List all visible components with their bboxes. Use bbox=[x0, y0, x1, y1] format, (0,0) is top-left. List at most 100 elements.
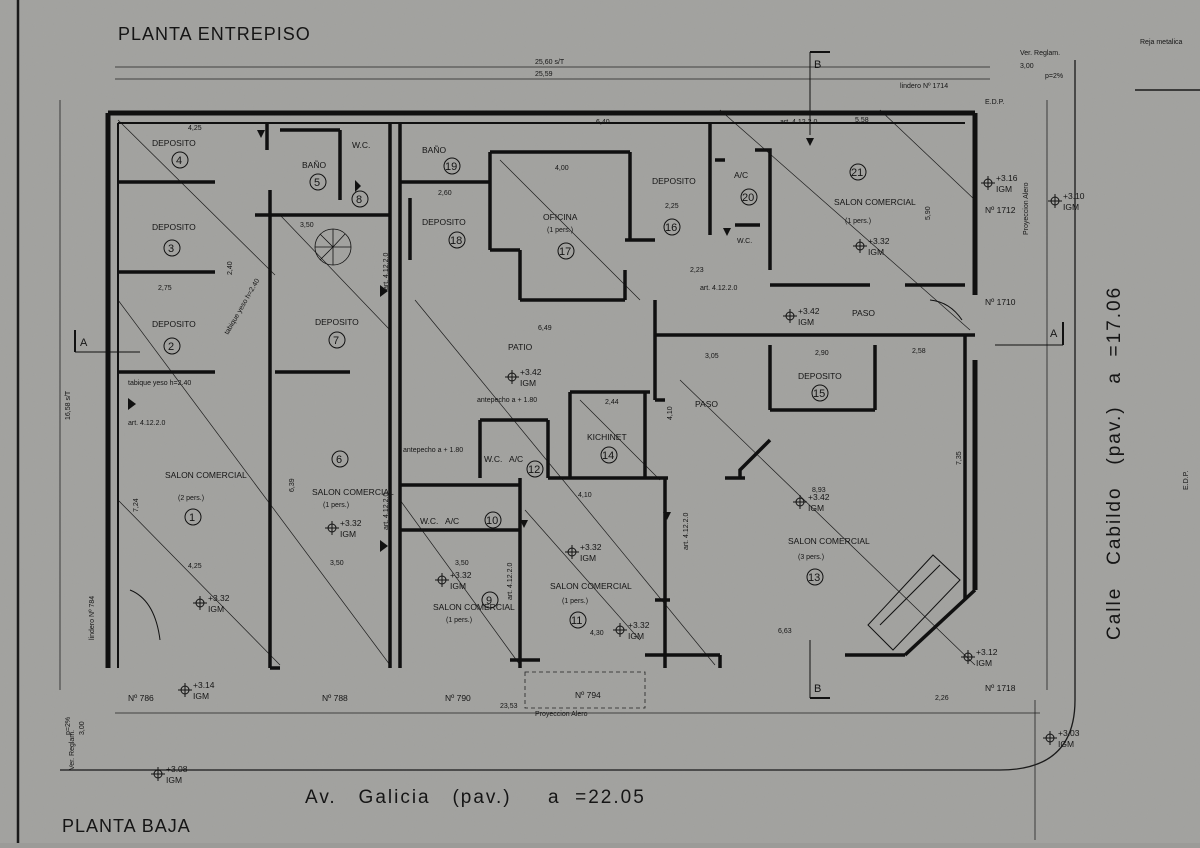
svg-text:3: 3 bbox=[168, 243, 174, 255]
svg-text:DEPOSITO: DEPOSITO bbox=[315, 317, 359, 327]
svg-text:7,24: 7,24 bbox=[133, 498, 140, 512]
svg-text:7: 7 bbox=[333, 335, 339, 347]
room-12: W.C. A/C 12 bbox=[484, 454, 544, 478]
svg-text:W.C.: W.C. bbox=[737, 238, 752, 245]
lindero-784: lindero Nº 784 bbox=[89, 596, 96, 640]
svg-text:3,50: 3,50 bbox=[455, 560, 469, 567]
svg-text:A: A bbox=[80, 337, 88, 349]
lot-1718: Nº 1718 bbox=[985, 683, 1016, 693]
svg-text:5: 5 bbox=[314, 177, 320, 189]
svg-text:6: 6 bbox=[336, 454, 342, 466]
svg-text:(3 pers.): (3 pers.) bbox=[798, 554, 824, 561]
svg-text:antepecho a + 1.80: antepecho a + 1.80 bbox=[477, 397, 537, 404]
svg-text:(2 pers.): (2 pers.) bbox=[178, 495, 204, 502]
svg-text:SALON COMERCIAL: SALON COMERCIAL bbox=[165, 470, 247, 480]
svg-text:IGM: IGM bbox=[450, 581, 466, 591]
svg-text:art. 4.12.2.0: art. 4.12.2.0 bbox=[700, 285, 737, 292]
svg-text:5,90: 5,90 bbox=[925, 206, 932, 220]
svg-text:2,60: 2,60 bbox=[438, 190, 452, 197]
room-1: SALON COMERCIAL (2 pers.) 1 bbox=[165, 470, 247, 526]
svg-text:+3.16: +3.16 bbox=[996, 173, 1018, 183]
svg-text:OFICINA: OFICINA bbox=[543, 212, 578, 222]
slope-value: p=2% bbox=[1045, 73, 1063, 80]
svg-text:(1 pers.): (1 pers.) bbox=[845, 218, 871, 225]
ver-reglam-top: Ver. Reglam. bbox=[1020, 50, 1060, 57]
svg-text:(1 pers.): (1 pers.) bbox=[446, 617, 472, 624]
svg-text:16: 16 bbox=[665, 222, 677, 234]
svg-text:IGM: IGM bbox=[1058, 739, 1074, 749]
svg-text:IGM: IGM bbox=[798, 317, 814, 327]
svg-text:(1 pers.): (1 pers.) bbox=[323, 502, 349, 509]
svg-text:art. 4.12.2.0: art. 4.12.2.0 bbox=[383, 493, 390, 530]
room-20: A/C 20 W.C. bbox=[734, 170, 758, 245]
svg-text:8: 8 bbox=[356, 194, 362, 206]
svg-text:+3.42: +3.42 bbox=[798, 306, 820, 316]
svg-text:DEPOSITO: DEPOSITO bbox=[152, 222, 196, 232]
svg-text:6,49: 6,49 bbox=[538, 325, 552, 332]
svg-text:2,25: 2,25 bbox=[665, 203, 679, 210]
ver-reglam-left: Ver. Reglam. bbox=[69, 730, 76, 770]
svg-text:20: 20 bbox=[742, 192, 754, 204]
svg-text:2,75: 2,75 bbox=[158, 285, 172, 292]
svg-text:SALON COMERCIAL: SALON COMERCIAL bbox=[433, 602, 515, 612]
room-17: OFICINA (1 pers.) 17 bbox=[543, 212, 578, 260]
svg-text:tabique yeso h=2.40: tabique yeso h=2.40 bbox=[128, 380, 191, 387]
svg-text:2,90: 2,90 bbox=[815, 350, 829, 357]
svg-text:IGM: IGM bbox=[340, 529, 356, 539]
section-marker-b-top: B bbox=[809, 51, 830, 135]
svg-text:W.C. A/C: W.C. A/C bbox=[420, 516, 459, 526]
svg-text:17: 17 bbox=[559, 246, 571, 258]
svg-text:4,30: 4,30 bbox=[590, 630, 604, 637]
slope-left: p=2% bbox=[65, 717, 72, 735]
svg-text:art. 4.12.2.0: art. 4.12.2.0 bbox=[507, 563, 514, 600]
svg-text:antepecho a + 1.80: antepecho a + 1.80 bbox=[403, 447, 463, 454]
edp-right: E.D.P. bbox=[1183, 471, 1190, 490]
svg-text:5,58: 5,58 bbox=[855, 117, 869, 124]
svg-text:4,25: 4,25 bbox=[188, 563, 202, 570]
svg-text:8,93: 8,93 bbox=[812, 487, 826, 494]
room-8: W.C. 8 bbox=[351, 140, 370, 208]
lot-790: Nº 790 bbox=[445, 693, 471, 703]
lot-1710: Nº 1710 bbox=[985, 297, 1016, 307]
room-14: KICHINET 14 bbox=[587, 432, 627, 464]
room-paso-upper: PASO bbox=[852, 308, 875, 318]
svg-text:+3.32: +3.32 bbox=[450, 570, 472, 580]
svg-text:SALON COMERCIAL: SALON COMERCIAL bbox=[788, 536, 870, 546]
svg-text:7,35: 7,35 bbox=[956, 451, 963, 465]
svg-text:+3.14: +3.14 bbox=[193, 680, 215, 690]
room-15: DEPOSITO 15 bbox=[798, 371, 842, 402]
svg-text:IGM: IGM bbox=[628, 631, 644, 641]
svg-text:+3.32: +3.32 bbox=[580, 542, 602, 552]
dim-inner-top: 25,59 bbox=[535, 71, 553, 78]
svg-text:DEPOSITO: DEPOSITO bbox=[422, 217, 466, 227]
svg-text:+3.32: +3.32 bbox=[628, 620, 650, 630]
svg-text:IGM: IGM bbox=[193, 691, 209, 701]
svg-text:SALON COMERCIAL: SALON COMERCIAL bbox=[312, 487, 394, 497]
svg-text:DEPOSITO: DEPOSITO bbox=[798, 371, 842, 381]
svg-text:+3.32: +3.32 bbox=[868, 236, 890, 246]
svg-text:(1 pers.): (1 pers.) bbox=[562, 598, 588, 605]
room-5: BAÑO 5 bbox=[302, 160, 327, 191]
svg-text:4,25: 4,25 bbox=[188, 125, 202, 132]
room-13: SALON COMERCIAL (3 pers.) 13 bbox=[788, 536, 870, 586]
svg-text:IGM: IGM bbox=[868, 247, 884, 257]
svg-text:6,39: 6,39 bbox=[289, 478, 296, 492]
dim-total-top: 25,60 s/T bbox=[535, 59, 565, 66]
room-patio: PATIO bbox=[508, 342, 533, 352]
svg-text:PASO: PASO bbox=[852, 308, 875, 318]
room-6: 6 SALON COMERCIAL (1 pers.) bbox=[312, 450, 394, 509]
room-21: 21 SALON COMERCIAL (1 pers.) bbox=[834, 163, 916, 225]
lindero-1714: lindero Nº 1714 bbox=[900, 83, 948, 90]
room-19: BAÑO 19 bbox=[422, 145, 461, 175]
spiral-stair bbox=[314, 228, 352, 266]
section-marker-a-left: A bbox=[74, 330, 140, 353]
room-7: DEPOSITO 7 bbox=[315, 317, 359, 349]
